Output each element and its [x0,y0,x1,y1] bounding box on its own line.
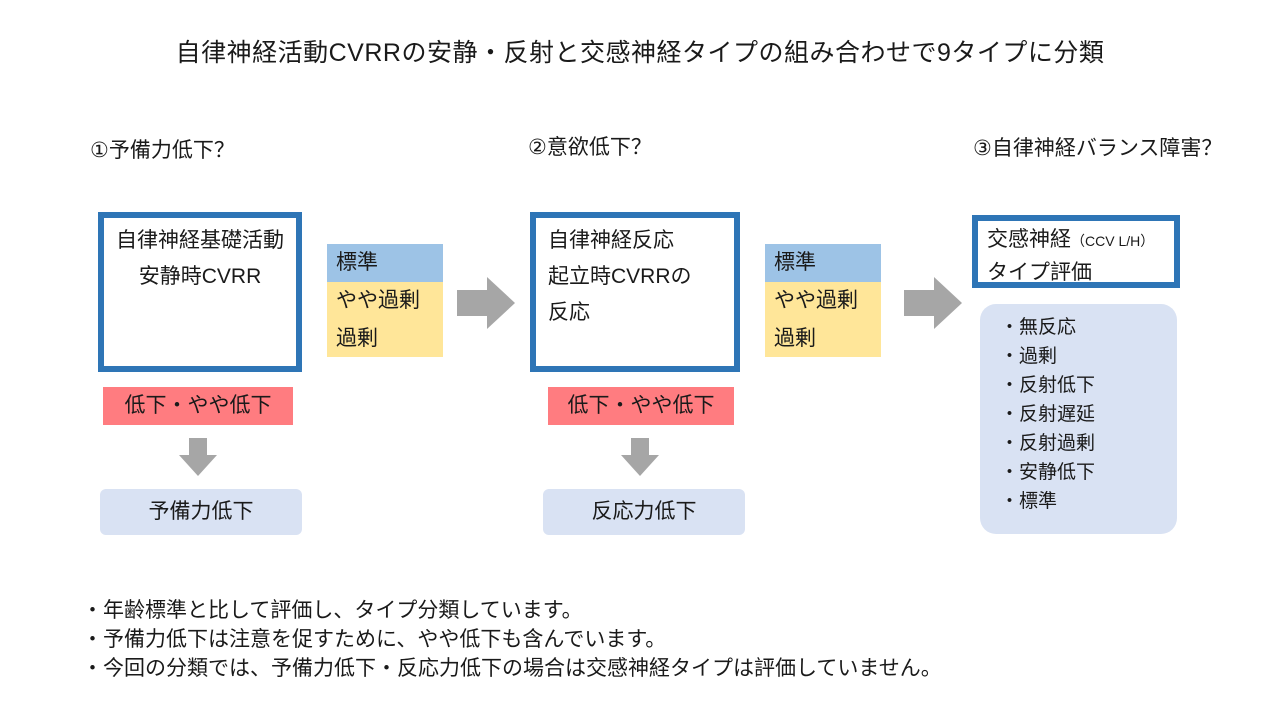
result-reserve-decline: 予備力低下 [100,489,302,535]
arrow-right-icon [457,277,515,329]
question-motivation-decline: ②意欲低下？ [528,136,652,159]
type-item: ・過剰 [1000,346,1058,367]
arrow-down-icon [179,438,217,476]
label-excess-2: やや過剰 過剰 [765,282,881,357]
type-item: ・安静低下 [1000,462,1096,483]
type-item: ・標準 [1000,491,1058,512]
sympathetic-main-label: 交感神経 [987,228,1071,251]
sympathetic-line2: タイプ評価 [987,261,1092,284]
condition-low-1: 低下・やや低下 [103,387,293,425]
sympathetic-type-list: ・無反応 ・過剰 ・反射低下 ・反射遅延 ・反射過剰 ・安静低下 ・標準 [980,304,1177,534]
labels-orthostatic: 標準 やや過剰 過剰 [765,244,881,357]
question-autonomic-balance: ③自律神経バランス障害？ [973,137,1223,160]
footnote-line: ・予備力低下は注意を促すために、やや低下も含んでいます。 [82,628,667,651]
arrow-down-icon [621,438,659,476]
footnote-line: ・今回の分類では、予備力低下・反応力低下の場合は交感神経タイプは評価していません… [82,657,942,680]
result-reaction-decline: 反応力低下 [543,489,745,535]
footnote-line: ・年齢標準と比して評価し、タイプ分類しています。 [82,599,583,622]
arrow-right-icon [904,277,962,329]
sympathetic-sub-label: （CCV L/H） [1071,233,1155,249]
condition-low-2: 低下・やや低下 [548,387,734,425]
label-standard-1: 標準 [327,244,443,282]
box-sympathetic-type: 交感神経（CCV L/H） タイプ評価 [972,215,1180,288]
diagram-title: 自律神経活動CVRRの安静・反射と交感神経タイプの組み合わせで9タイプに分類 [175,39,1105,67]
type-item: ・反射過剰 [1000,433,1096,454]
box-basal-activity: 自律神経基礎活動 安静時CVRR [98,212,302,372]
type-item: ・反射遅延 [1000,404,1096,425]
labels-resting: 標準 やや過剰 過剰 [327,244,443,357]
question-reserve-decline: ①予備力低下？ [90,139,235,162]
label-standard-2: 標準 [765,244,881,282]
type-item: ・無反応 [1000,317,1077,338]
type-item: ・反射低下 [1000,375,1096,396]
footnotes: ・年齢標準と比して評価し、タイプ分類しています。 ・予備力低下は注意を促すために… [82,596,942,683]
sympathetic-line1: 交感神経（CCV L/H） [987,224,1174,257]
box-reaction-activity: 自律神経反応 起立時CVRRの 反応 [530,212,740,372]
label-excess-1: やや過剰 過剰 [327,282,443,357]
